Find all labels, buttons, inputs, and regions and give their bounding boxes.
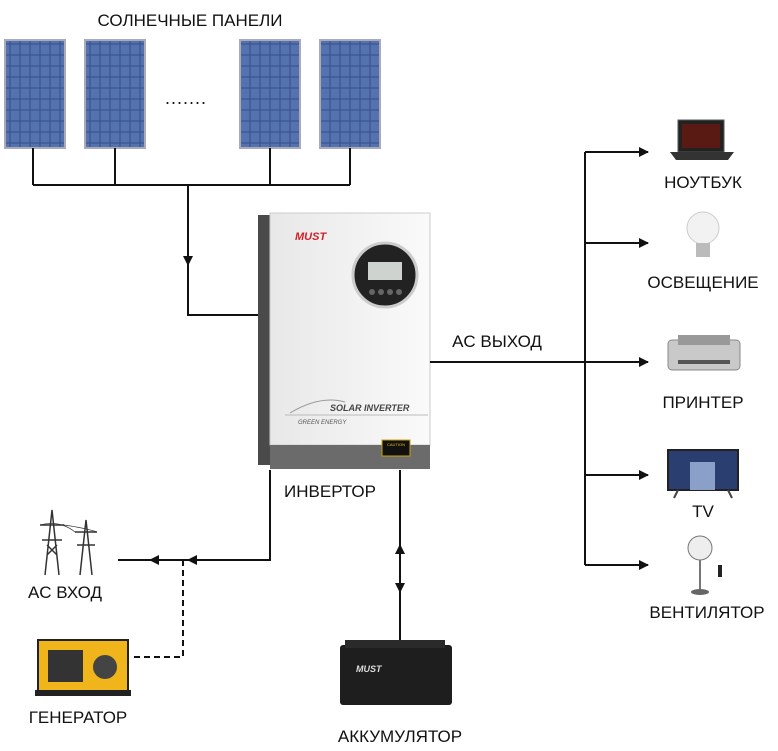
load-label-fan: ВЕНТИЛЯТОР xyxy=(649,603,765,622)
generator-icon xyxy=(35,639,131,696)
solar-panel-1 xyxy=(4,39,66,149)
generator-label: ГЕНЕРАТОР xyxy=(28,708,128,727)
more-panels-ellipsis: ....... xyxy=(165,88,207,108)
load-label-tv: TV xyxy=(692,502,714,521)
caution-label: CAUTION xyxy=(387,442,405,447)
load-label-printer: ПРИНТЕР xyxy=(662,393,744,412)
tv-icon xyxy=(667,449,739,499)
inverter-brand-logo: MUST xyxy=(295,231,327,243)
solar-panels-label: СОЛНЕЧНЫЕ ПАНЕЛИ xyxy=(97,11,283,30)
load-label-lighting: ОСВЕЩЕНИЕ xyxy=(647,273,759,292)
inverter-tagline: GREEN ENERGY xyxy=(298,420,347,426)
battery-brand-logo: MUST xyxy=(356,664,383,674)
ac-output-wiring xyxy=(430,147,649,570)
panel-wiring xyxy=(32,148,351,316)
ac-output-label: AC ВЫХОД xyxy=(452,332,542,351)
solar-panel-3 xyxy=(239,39,301,149)
inverter-product-label: SOLAR INVERTER xyxy=(330,403,410,413)
power-tower-icon xyxy=(39,509,98,576)
light-bulb-icon xyxy=(686,211,720,257)
battery-device: MUST xyxy=(340,640,452,705)
printer-icon xyxy=(667,335,741,371)
solar-panel-4 xyxy=(319,39,381,149)
battery-label: АККУМУЛЯТОР xyxy=(337,727,463,746)
laptop-icon xyxy=(670,119,734,160)
ac-input-wiring xyxy=(118,470,271,658)
fan-icon xyxy=(687,535,722,595)
solar-panel-2 xyxy=(84,39,146,149)
inverter-device: MUST SOLAR INVERTER GREEN ENERGY CAUTION xyxy=(258,212,431,469)
load-label-laptop: НОУТБУК xyxy=(664,173,742,192)
ac-input-label: AC ВХОД xyxy=(27,583,103,602)
inverter-label: ИНВЕРТОР xyxy=(284,482,376,501)
